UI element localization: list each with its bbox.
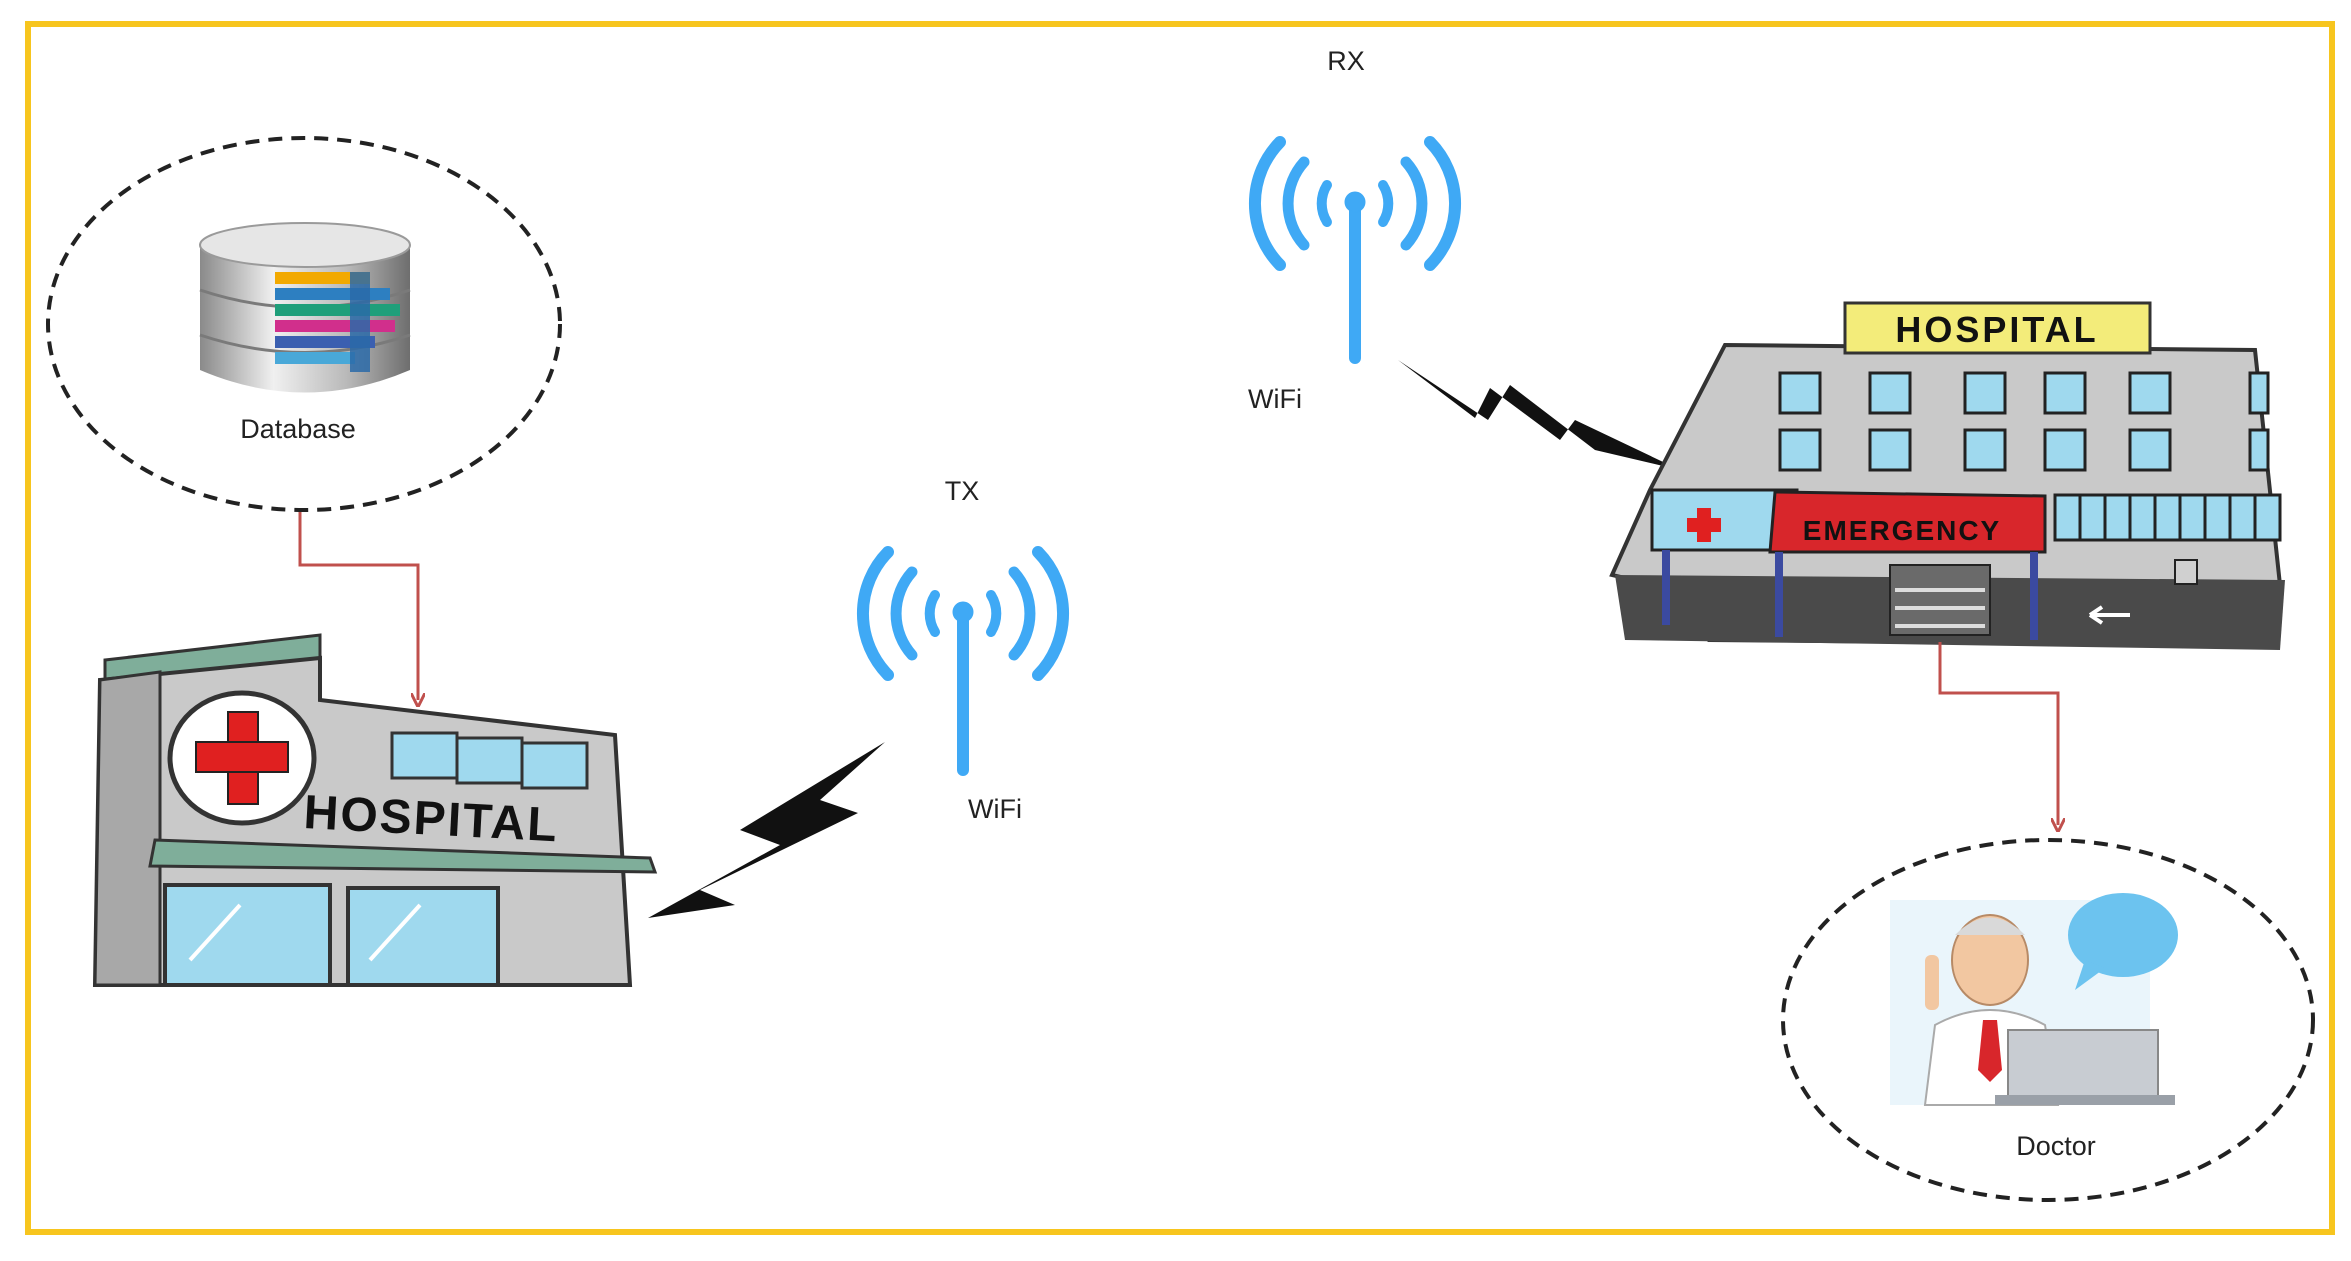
outer-frame <box>25 21 2335 1235</box>
red-cross-icon <box>167 690 317 826</box>
doctor-dashed-circle <box>1781 838 2315 1202</box>
database-dashed-circle <box>46 136 562 512</box>
lightning-bolt-right <box>1398 360 1680 470</box>
doctor-label: Doctor <box>2016 1131 2096 1161</box>
database-node: Database <box>46 136 562 512</box>
arrow-hospital-to-doctor <box>1938 642 2058 825</box>
hospital-building-left: HOSPITAL <box>92 633 658 987</box>
hospital-building-right: HOSPITAL EMERGENCY <box>1609 301 2285 650</box>
rx-label: RX <box>1327 46 1365 76</box>
database-icon <box>199 222 411 393</box>
wifi-tx-label: WiFi <box>968 794 1022 824</box>
tx-label: TX <box>945 476 980 506</box>
doctor-icon <box>1890 893 2178 1106</box>
wifi-tx-antenna-icon <box>856 546 1070 776</box>
emergency-sign: EMERGENCY <box>1803 515 2001 546</box>
doctor-node: Doctor <box>1781 838 2315 1202</box>
wifi-rx-label: WiFi <box>1248 384 1302 414</box>
lightning-bolt-left <box>648 742 885 918</box>
hospital-right-sign: HOSPITAL <box>1895 309 2098 350</box>
database-label: Database <box>240 414 356 444</box>
wifi-rx-antenna-icon <box>1248 136 1462 364</box>
arrow-database-to-hospital <box>298 512 418 700</box>
